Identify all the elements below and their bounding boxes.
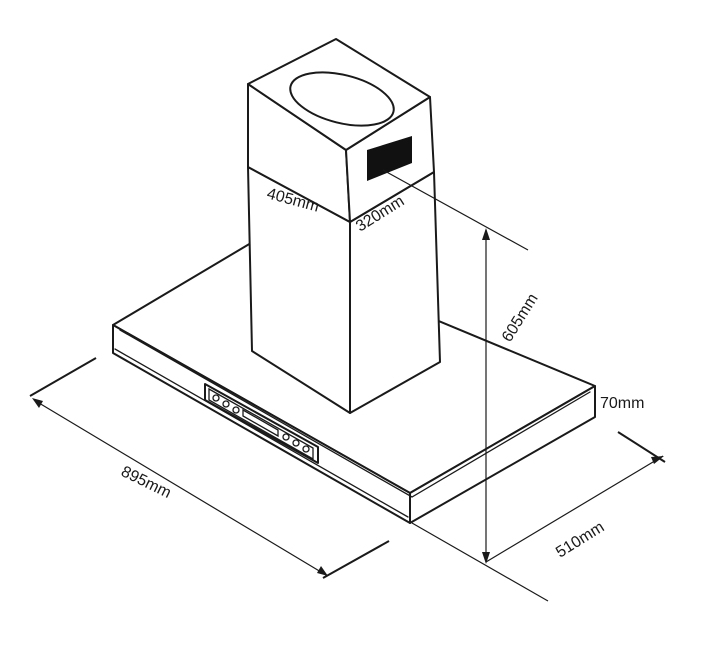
width-arrow-right — [317, 566, 328, 576]
label-canopy-thickness: 70mm — [600, 395, 644, 412]
depth-arrow-right — [651, 456, 664, 464]
label-canopy-width: 895mm — [118, 463, 173, 502]
exhaust-outlet — [289, 71, 395, 127]
control-button-5 — [292, 439, 300, 447]
vent-slot — [367, 136, 412, 181]
dimension-lines — [29, 169, 666, 602]
control-button-4 — [282, 433, 290, 441]
canopy-side-face — [409, 385, 596, 524]
width-arrow-left — [32, 398, 43, 408]
control-button-1 — [212, 394, 220, 402]
depth-base-line — [411, 522, 549, 602]
chimney-depth-extension — [382, 169, 529, 251]
height-arrow-top — [482, 228, 490, 240]
label-canopy-depth: 510mm — [553, 519, 607, 562]
control-panel — [204, 383, 319, 464]
width-dimension-line — [33, 399, 327, 576]
height-arrow-bottom — [482, 552, 490, 564]
control-button-6 — [302, 445, 310, 453]
canopy-bevel-line — [119, 329, 591, 498]
width-tick-left — [29, 357, 97, 397]
control-button-3 — [232, 406, 240, 414]
control-panel-frame — [204, 383, 319, 464]
control-button-2 — [222, 400, 230, 408]
chimney — [247, 38, 441, 414]
control-panel-inner — [208, 387, 314, 461]
canopy-lower-edge — [114, 348, 409, 518]
depth-dimension-line — [485, 455, 664, 563]
width-tick-right — [322, 540, 390, 579]
control-display — [242, 408, 279, 438]
label-total-height: 605mm — [499, 291, 542, 345]
